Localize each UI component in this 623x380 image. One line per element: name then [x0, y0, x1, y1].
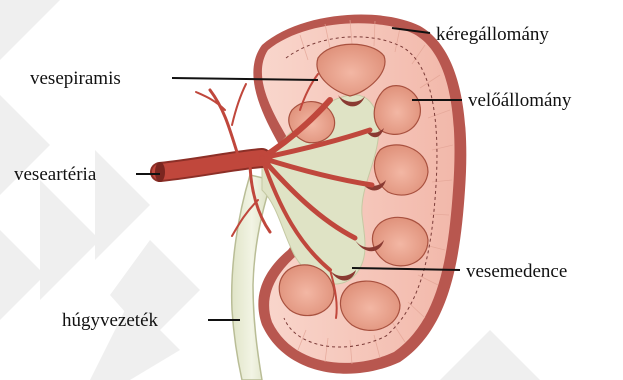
label-pyramid: vesepiramis — [30, 68, 121, 89]
label-ureter: húgyvezeték — [62, 310, 159, 331]
label-artery: veseartéria — [14, 164, 97, 185]
label-cortex: kéregállomány — [436, 24, 549, 45]
label-medulla: velőállomány — [468, 90, 572, 111]
label-pelvis: vesemedence — [466, 261, 567, 282]
